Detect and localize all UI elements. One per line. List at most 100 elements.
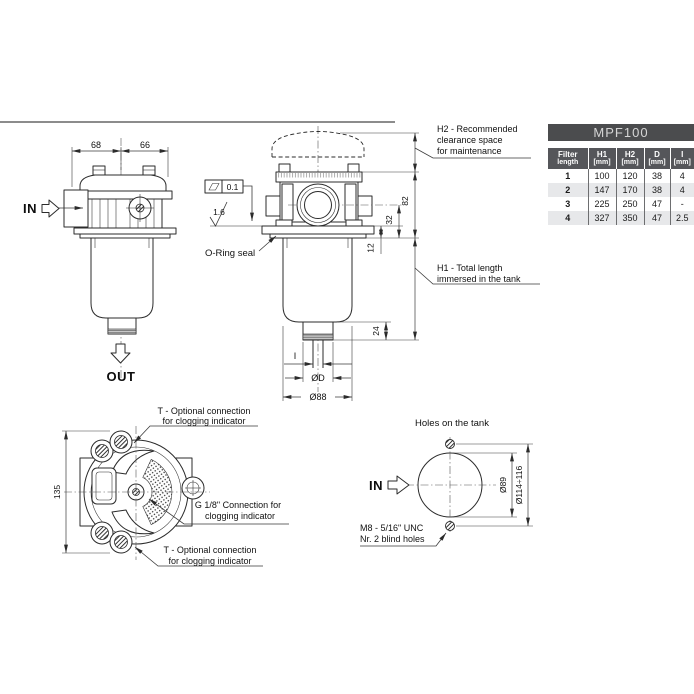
tank-holes-view: Holes on the tank Ø89 Ø114÷116 IN M8 - 5… xyxy=(360,418,533,547)
cell-h2: 170 xyxy=(616,183,645,198)
post-left xyxy=(278,163,291,173)
cell-length: 4 xyxy=(548,211,589,226)
cell-d: 38 xyxy=(644,183,671,198)
dim-i-label: I xyxy=(294,351,297,361)
side-view: 68 66 IN xyxy=(23,138,177,384)
mounting-plate-front-step xyxy=(269,233,367,239)
screw-cap-right xyxy=(142,165,156,176)
g-note-line-2: clogging indicator xyxy=(205,511,275,521)
m8-note-line-1: M8 - 5/16" UNC xyxy=(360,523,424,533)
cell-h2: 120 xyxy=(616,169,645,184)
dim-135-label: 135 xyxy=(52,485,62,499)
cell-h1: 147 xyxy=(588,183,617,198)
cell-h2: 350 xyxy=(616,211,645,226)
cell-h1: 100 xyxy=(588,169,617,184)
cell-length: 3 xyxy=(548,197,589,212)
t-bottom-note-line-1: T - Optional connection xyxy=(164,545,257,555)
tank-in-flow-arrow-icon xyxy=(387,475,410,495)
wing-top xyxy=(111,449,155,475)
cell-d: 38 xyxy=(644,169,671,184)
table-row: 3 225 250 47 - xyxy=(548,197,694,212)
dim-66-label: 66 xyxy=(140,140,150,150)
post-right xyxy=(347,163,360,173)
dim-89-label: Ø89 xyxy=(498,477,508,493)
cell-d: 47 xyxy=(644,197,671,212)
mounting-plate-step xyxy=(79,233,171,239)
blind-hole-bottom xyxy=(445,521,455,531)
table-row: 2 147 170 38 4 xyxy=(548,183,694,198)
foot-left xyxy=(275,219,293,227)
h1-note-line-1: H1 - Total length xyxy=(437,263,502,273)
roughness-value: 1.6 xyxy=(213,207,225,217)
cell-d: 47 xyxy=(644,211,671,226)
dim-88-label: Ø88 xyxy=(309,392,326,402)
filter-bowl xyxy=(90,237,154,319)
mounting-plate-front xyxy=(261,225,375,235)
head-dome xyxy=(79,174,167,192)
dim-d-label: ØD xyxy=(311,373,325,383)
out-label: OUT xyxy=(107,369,136,384)
table-row: 1 100 120 38 4 xyxy=(548,169,694,184)
h2-note-line-1: H2 - Recommended xyxy=(437,124,518,134)
top-view: 135 T - Optional connection for clogging… xyxy=(52,406,289,567)
inlet-port-front xyxy=(296,183,340,227)
cover-flange xyxy=(73,190,173,200)
side-block-right xyxy=(357,195,373,217)
clearance-cap-ghost xyxy=(271,131,365,157)
dim-114-label: Ø114÷116 xyxy=(514,466,524,505)
oring-seal-label: O-Ring seal xyxy=(205,248,255,259)
cell-i: 2.5 xyxy=(675,213,689,224)
mounting-plate xyxy=(73,227,177,235)
h2-note-line-2: clearance space xyxy=(437,135,503,145)
filter-bowl-front xyxy=(282,237,353,323)
col-header-h1: H1[mm] xyxy=(588,148,617,170)
in-flow-arrow-icon xyxy=(41,199,60,218)
dim-12-label: 12 xyxy=(366,243,376,253)
cell-h1: 225 xyxy=(588,197,617,212)
side-block-left xyxy=(265,195,281,217)
t-top-note-line-2: for clogging indicator xyxy=(162,416,245,426)
cell-i: 4 xyxy=(679,171,685,182)
dim-24-label: 24 xyxy=(371,326,381,336)
h2-note-line-3: for maintenance xyxy=(437,146,502,156)
cell-length: 2 xyxy=(548,183,589,198)
col-header-d: D[mm] xyxy=(644,148,671,170)
cell-i: - xyxy=(680,199,684,210)
cell-h1: 327 xyxy=(588,211,617,226)
front-view: 0.1 1.6 O-Ring seal I ØD Ø88 32 12 xyxy=(204,124,540,402)
h1-note-line-2: immersed in the tank xyxy=(437,274,521,284)
m8-note-line-2: Nr. 2 blind holes xyxy=(360,534,425,544)
tank-view-title: Holes on the tank xyxy=(415,418,489,429)
pillar-left xyxy=(281,183,294,221)
g-note-line-1: G 1/8" Connection for xyxy=(195,500,281,510)
col-header-h2: H2[mm] xyxy=(616,148,645,170)
tank-in-label: IN xyxy=(369,478,383,493)
foot-right xyxy=(345,219,363,227)
in-label: IN xyxy=(23,201,37,216)
t-top-note-line-1: T - Optional connection xyxy=(158,406,251,416)
cell-length: 1 xyxy=(548,169,589,184)
dim-32-label: 32 xyxy=(384,215,394,225)
cell-i: 4 xyxy=(679,185,685,196)
blind-hole-top xyxy=(445,439,455,449)
dim-82-label: 82 xyxy=(400,196,410,206)
cell-h2: 250 xyxy=(616,197,645,212)
flatness-icon xyxy=(208,183,220,191)
bypass-window xyxy=(91,467,117,505)
pillar-right xyxy=(344,183,357,221)
inlet-port xyxy=(63,189,89,228)
roughness-icon xyxy=(209,201,228,227)
wing-bottom xyxy=(111,509,155,535)
out-flow-arrow-icon xyxy=(110,343,131,364)
flatness-value: 0.1 xyxy=(227,182,239,192)
table-row: 4 327 350 47 2.5 xyxy=(548,211,694,226)
dim-68-label: 68 xyxy=(91,140,101,150)
t-bottom-note-line-2: for clogging indicator xyxy=(168,556,251,566)
screw-cap-left xyxy=(92,165,106,176)
